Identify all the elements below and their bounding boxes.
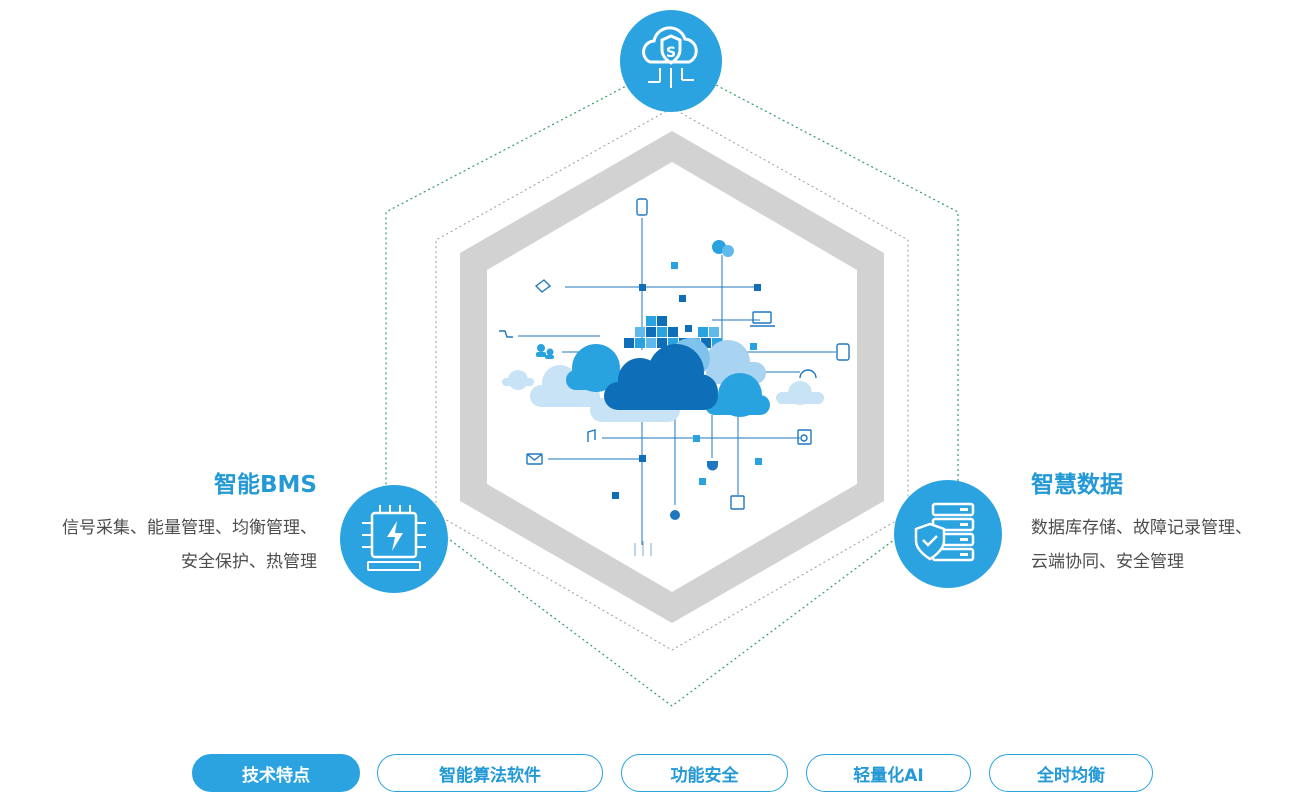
feature-bms-title: 智能BMS (214, 472, 317, 498)
database-shield-icon (894, 480, 1002, 588)
washer-icon (797, 429, 812, 445)
mail-icon (526, 453, 543, 465)
network-nodes (612, 262, 762, 499)
cloud-security-icon: S (620, 10, 722, 112)
tab-tech-features[interactable]: 技术特点 (192, 754, 360, 792)
headphones-icon (799, 369, 817, 379)
battery-chip-icon (340, 485, 448, 593)
users-icon (537, 344, 545, 352)
feature-bms-desc-line2: 安全保护、热管理 (181, 552, 317, 572)
device-icons (526, 198, 850, 510)
printer-icon (730, 495, 745, 510)
tablet-icon (836, 343, 850, 361)
tab-functional-safety[interactable]: 功能安全 (621, 754, 788, 792)
bulb-icon (670, 510, 680, 520)
cloud-cluster (502, 338, 824, 422)
laptop-icon (752, 311, 772, 324)
pills-icon (534, 279, 552, 293)
feature-data-title: 智慧数据 (1031, 472, 1123, 498)
tab-algorithm-software[interactable]: 智能算法软件 (377, 754, 603, 792)
feature-data-desc-line2: 云端协同、安全管理 (1031, 552, 1184, 572)
tab-lightweight-ai[interactable]: 轻量化AI (806, 754, 971, 792)
hexagon-diagram: S (340, 10, 1002, 707)
svg-text:S: S (666, 45, 676, 61)
tab-full-time-balancing[interactable]: 全时均衡 (989, 754, 1153, 792)
cart-icon (499, 330, 513, 338)
music-icon (587, 429, 596, 442)
phone-icon (636, 198, 648, 216)
feature-data-desc-line1: 数据库存储、故障记录管理、 (1031, 518, 1252, 538)
inner-dotted-hexagon (435, 107, 909, 651)
outer-dotted-hexagon (385, 61, 959, 707)
feature-bms-desc-line1: 信号采集、能量管理、均衡管理、 (62, 518, 317, 538)
coffee-icon (707, 461, 718, 471)
wind-turbine-icon (634, 541, 652, 556)
